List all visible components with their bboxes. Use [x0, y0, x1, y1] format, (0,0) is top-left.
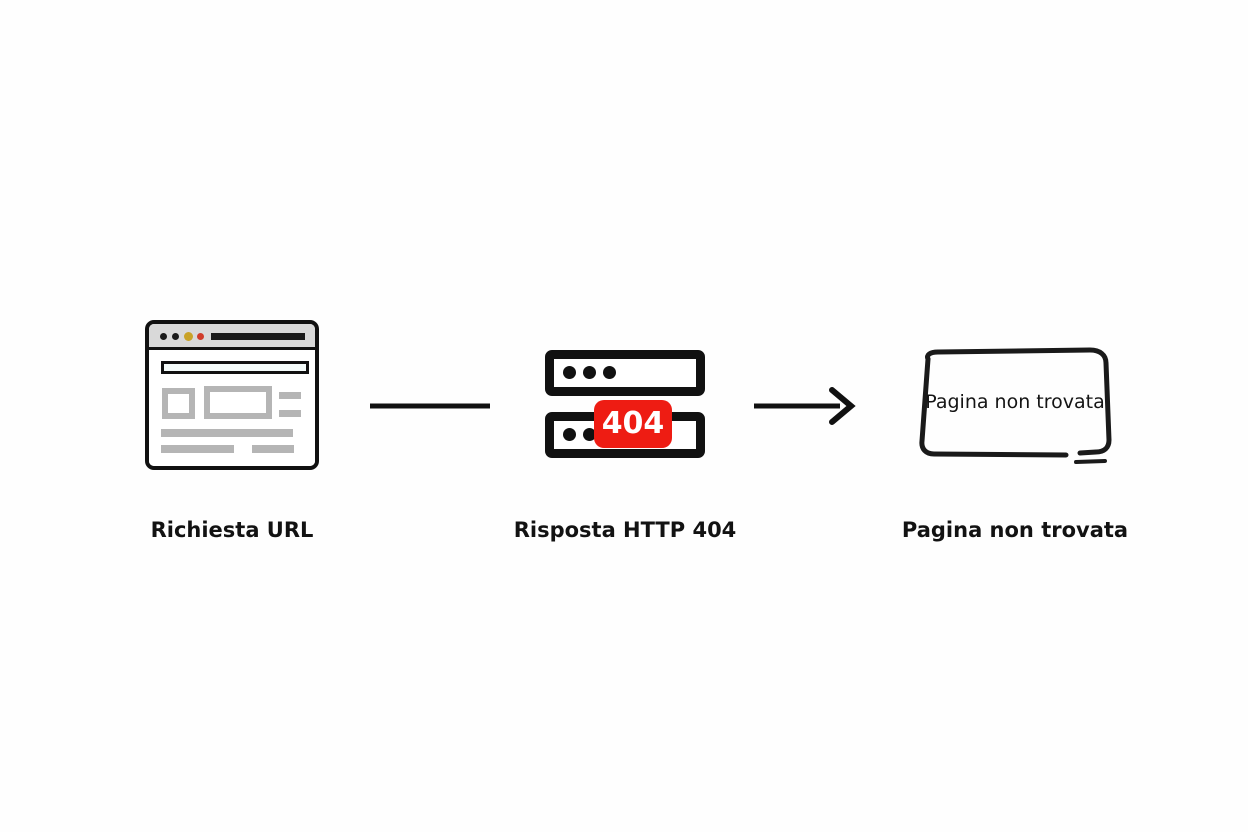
wireframe-content-block — [204, 386, 272, 419]
traffic-light-dot-4 — [197, 333, 204, 340]
wireframe-image-block — [162, 388, 195, 419]
server-led-3 — [603, 366, 616, 379]
sketch-box-icon: Pagina non trovata — [900, 345, 1130, 470]
status-badge-404: 404 — [594, 400, 672, 448]
search-input[interactable] — [161, 361, 309, 374]
server-rack-icon: 404 — [540, 345, 712, 463]
sketch-box-outline — [919, 347, 1112, 464]
browser-frame — [145, 320, 319, 470]
traffic-light-dot-2 — [172, 333, 179, 340]
browser-content-area — [149, 350, 315, 466]
browser-window-icon — [145, 320, 319, 470]
server-led-5 — [583, 428, 596, 441]
browser-titlebar — [149, 324, 315, 350]
address-bar[interactable] — [211, 333, 305, 340]
wireframe-text-row-2a — [161, 445, 234, 453]
wireframe-text-row-2b — [252, 445, 294, 453]
traffic-light-dot-3 — [184, 332, 193, 341]
wireframe-text-row-1 — [161, 429, 293, 437]
connector-request-to-response — [368, 396, 492, 416]
server-led-1 — [563, 366, 576, 379]
caption-http-response: Risposta HTTP 404 — [513, 518, 737, 542]
traffic-light-dot-1 — [160, 333, 167, 340]
server-led-2 — [583, 366, 596, 379]
wireframe-line-short-2 — [279, 410, 301, 417]
wireframe-line-short-1 — [279, 392, 301, 399]
arrow-right-icon — [754, 387, 856, 425]
error-page-message: Pagina non trovata — [925, 391, 1105, 413]
server-led-4 — [563, 428, 576, 441]
caption-page-not-found: Pagina non trovata — [901, 518, 1129, 542]
caption-request-url: Richiesta URL — [150, 518, 314, 542]
connector-line-svg — [370, 403, 490, 409]
server-rack-top — [545, 350, 705, 396]
connector-response-to-result — [752, 386, 858, 426]
